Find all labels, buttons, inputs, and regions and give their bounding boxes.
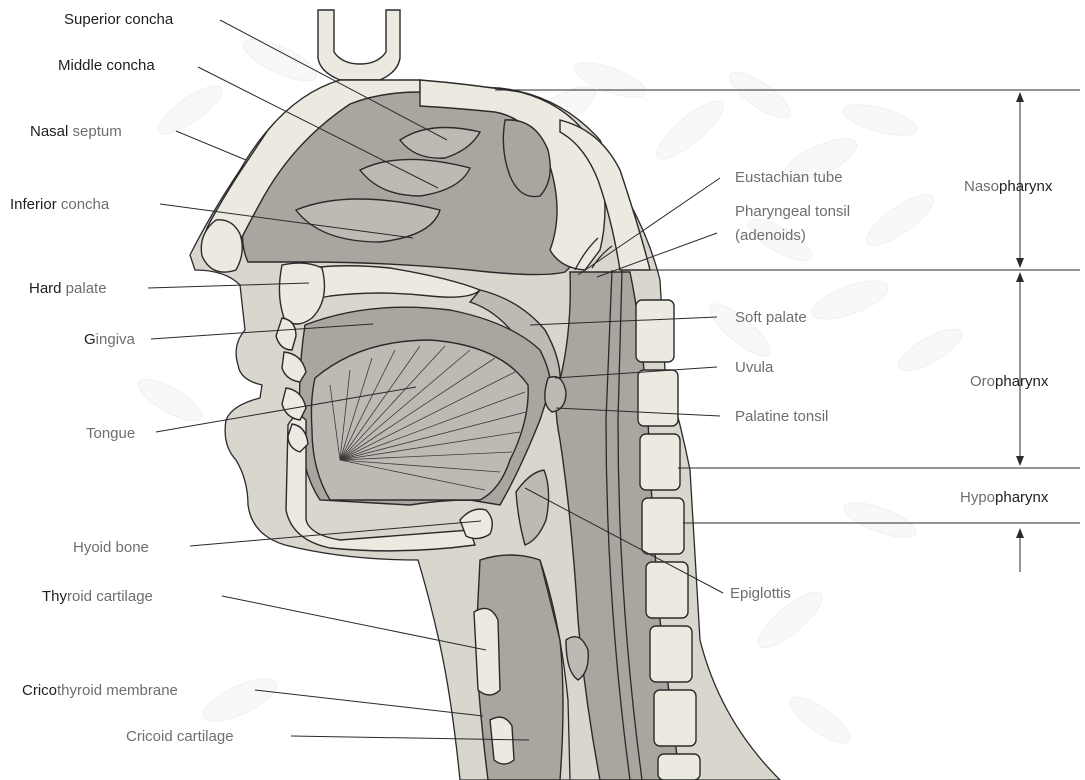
right-labels: Eustachian tube Pharyngeal tonsil (adeno… bbox=[730, 169, 850, 602]
label-hard-palate: Hard palate bbox=[29, 280, 107, 297]
region-oropharynx: Oropharynx bbox=[970, 373, 1049, 390]
label-soft-palate: Soft palate bbox=[735, 309, 807, 326]
label-pharyngeal-tonsil: Pharyngeal tonsil bbox=[735, 203, 850, 220]
label-inferior-concha: Inferior concha bbox=[10, 196, 110, 213]
label-eustachian-tube: Eustachian tube bbox=[735, 169, 843, 186]
label-uvula: Uvula bbox=[735, 359, 774, 376]
region-hypopharynx: Hypopharynx bbox=[960, 489, 1049, 506]
label-cricoid-cartilage: Cricoid cartilage bbox=[126, 728, 234, 745]
label-epiglottis: Epiglottis bbox=[730, 585, 791, 602]
label-nasal-septum: Nasal septum bbox=[30, 123, 122, 140]
label-gingiva: Gingiva bbox=[84, 331, 136, 348]
label-hyoid-bone: Hyoid bone bbox=[73, 539, 149, 556]
label-cricothyroid-membrane: Cricothyroid membrane bbox=[22, 682, 178, 699]
label-palatine-tonsil: Palatine tonsil bbox=[735, 408, 828, 425]
region-labels: Nasopharynx Oropharynx Hypopharynx bbox=[960, 178, 1053, 506]
label-thyroid-cartilage: Thyroid cartilage bbox=[42, 588, 153, 605]
label-superior-concha: Superior concha bbox=[64, 11, 174, 28]
left-labels: Superior concha Middle concha Nasal sept… bbox=[10, 11, 234, 745]
label-middle-concha: Middle concha bbox=[58, 57, 155, 74]
region-nasopharynx: Nasopharynx bbox=[964, 178, 1053, 195]
label-tongue: Tongue bbox=[86, 425, 135, 442]
label-adenoids: (adenoids) bbox=[735, 227, 806, 244]
